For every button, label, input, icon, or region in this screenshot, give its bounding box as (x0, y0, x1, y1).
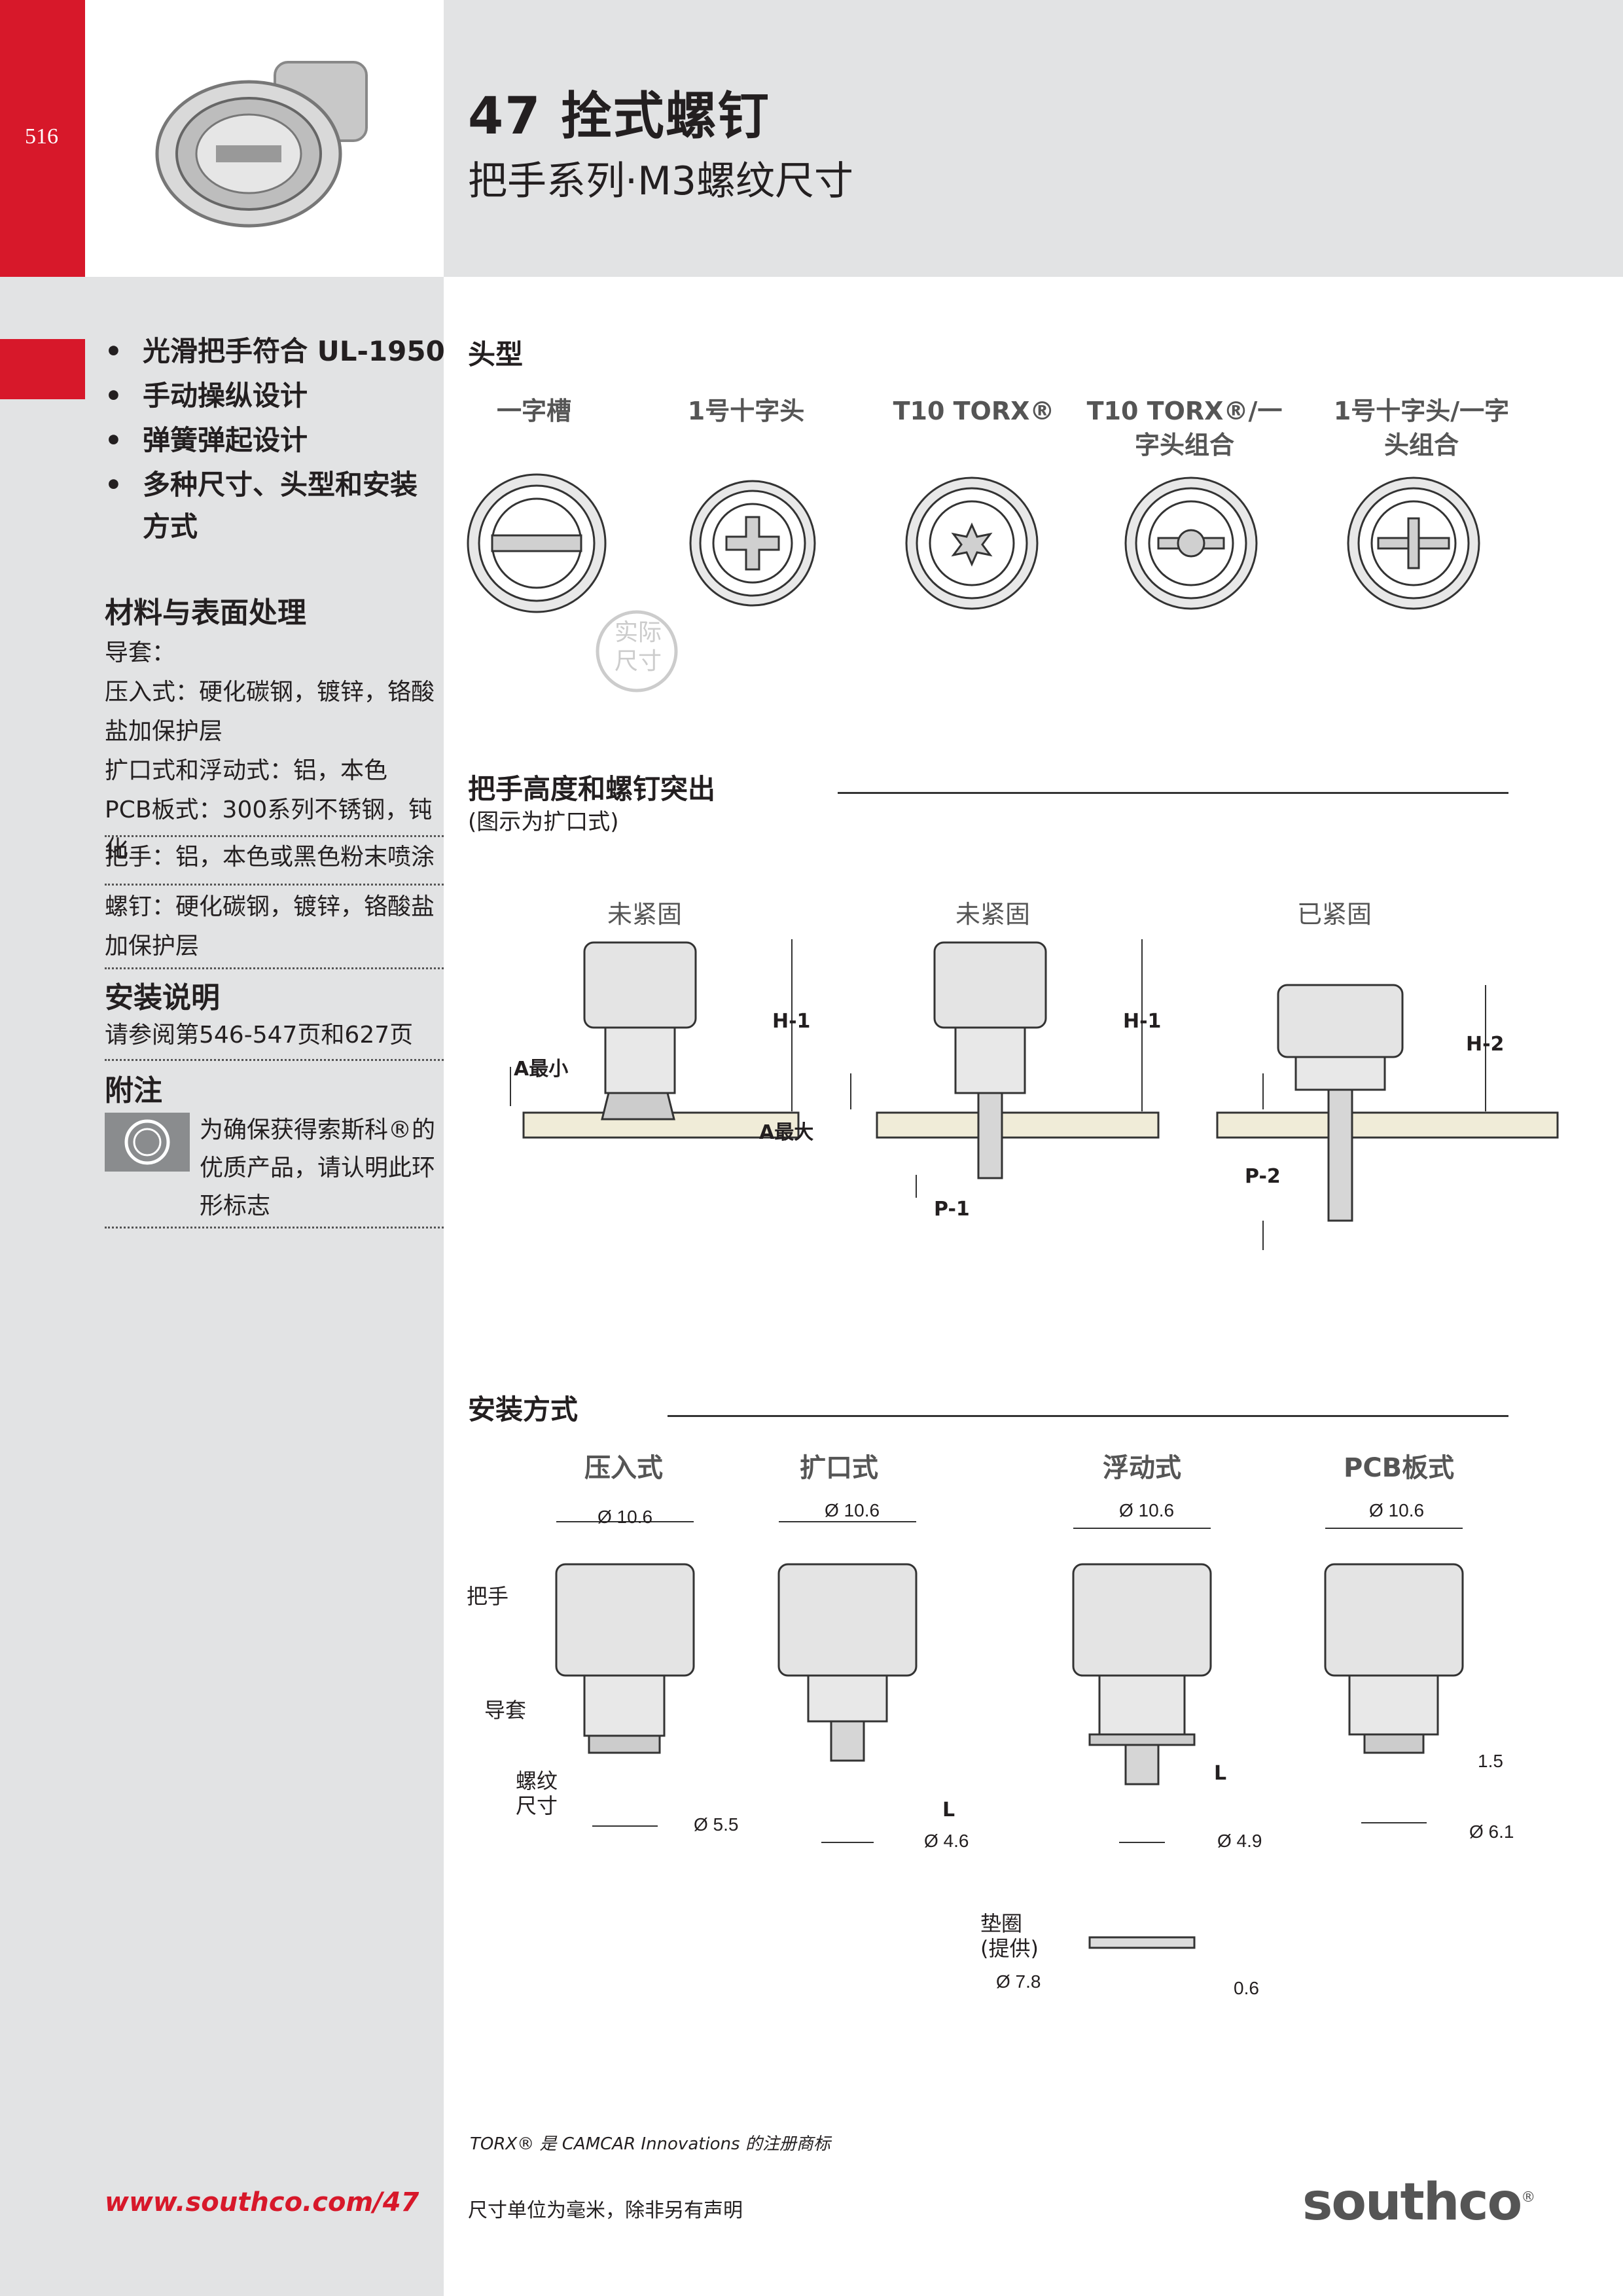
mounting-drawing (555, 1521, 1464, 1949)
page-number: 516 (25, 124, 58, 149)
callout-ferrule: 导套 (484, 1698, 527, 1723)
height-subheading: (图示为扩口式) (468, 809, 619, 835)
dim-float-dia: Ø 4.9 (1217, 1831, 1262, 1851)
actual-size-stamp: 实际尺寸 (614, 619, 662, 675)
state-label: 未紧固 (607, 900, 683, 929)
dim-press-dia: Ø 5.5 (694, 1814, 739, 1835)
divider (105, 967, 444, 969)
dim-knob-dia: Ø 10.6 (1119, 1500, 1175, 1520)
website-link[interactable]: www.southco.com/47 (105, 2187, 419, 2217)
dim-a-min: A最小 (514, 1058, 569, 1081)
state-label: 已紧固 (1297, 900, 1372, 929)
dim-p1: P-1 (934, 1198, 970, 1221)
dim-l: L (942, 1799, 955, 1821)
dim-flare-dia: Ø 4.6 (924, 1831, 969, 1851)
state-label: 未紧固 (955, 900, 1031, 929)
head-type-label: 一字槽 (496, 397, 571, 425)
dim-knob-dia: Ø 10.6 (1369, 1500, 1425, 1520)
divider (105, 835, 444, 837)
materials-line: 导套： (105, 639, 176, 666)
sidebar-red-marker (0, 339, 85, 399)
mount-type-label: PCB板式 (1344, 1453, 1455, 1483)
install-heading: 安装说明 (105, 981, 220, 1014)
mount-type-label: 压入式 (584, 1453, 663, 1483)
dim-h1: H-1 (772, 1010, 811, 1033)
dim-pcb-height: 1.5 (1478, 1751, 1503, 1771)
dim-a-max: A最大 (759, 1121, 814, 1144)
divider (105, 1227, 444, 1229)
dim-knob-dia: Ø 10.6 (825, 1500, 880, 1520)
dim-h1: H-1 (1123, 1010, 1162, 1033)
height-heading: 把手高度和螺钉突出 (468, 773, 716, 805)
section-rule (838, 792, 1508, 794)
materials-line: 压入式：硬化碳钢，镀锌，铬酸盐加保护层 (105, 679, 435, 745)
callout-knob: 把手 (467, 1584, 509, 1609)
materials-line: 把手：铝，本色或黑色粉末喷涂 (105, 844, 435, 870)
ring-mark-icon (105, 1113, 190, 1172)
sidebar (0, 277, 444, 2296)
torx-slot-combo-icon (1124, 476, 1258, 610)
phillips-slot-combo-icon (1347, 476, 1480, 610)
head-type-label: 1号十字头/一字头组合 (1333, 397, 1510, 459)
dim-knob-dia: Ø 10.6 (597, 1507, 653, 1527)
materials-heading: 材料与表面处理 (105, 596, 306, 630)
materials-line: 扩口式和浮动式：铝，本色 (105, 757, 388, 784)
mount-type-label: 扩口式 (800, 1453, 878, 1483)
torx-head-icon (905, 476, 1039, 610)
product-photo-area (85, 0, 444, 277)
materials-line: PCB板式：300系列不锈钢，钝化 (105, 797, 433, 863)
page-subtitle: 把手系列·M3螺纹尺寸 (468, 158, 854, 204)
feature-item: 手动操纵设计 (105, 375, 445, 417)
dim-washer-thickness: 0.6 (1234, 1978, 1259, 1998)
dim-p2: P-2 (1245, 1165, 1281, 1188)
phillips-head-icon (689, 480, 816, 607)
callout-thread: 螺纹尺寸 (516, 1768, 558, 1818)
section-rule (668, 1415, 1508, 1417)
dim-h2: H-2 (1466, 1033, 1505, 1056)
head-type-label: T10 TORX® (893, 397, 1055, 425)
mounting-heading: 安装方式 (468, 1393, 579, 1426)
header-red-tab (0, 0, 85, 277)
feature-item: 多种尺寸、头型和安装方式 (105, 464, 445, 548)
head-type-label: 1号十字头 (687, 397, 805, 425)
slot-head-icon (467, 473, 607, 613)
feature-item: 弹簧弹起设计 (105, 420, 445, 461)
head-type-label: T10 TORX®/一字头组合 (1086, 397, 1283, 459)
divider (105, 884, 444, 886)
materials-line: 螺钉：硬化碳钢，镀锌，铬酸盐加保护层 (105, 893, 435, 960)
feature-item: 光滑把手符合 UL-1950 (105, 331, 445, 372)
notes-text: 为确保获得索斯科®的优质产品，请认明此环形标志 (200, 1117, 436, 1219)
units-note: 尺寸单位为毫米，除非另有声明 (468, 2199, 743, 2222)
dim-l: L (1214, 1762, 1227, 1785)
divider (105, 1059, 444, 1061)
actual-size-stamp-icon (596, 610, 678, 692)
height-drawing (510, 939, 1559, 1250)
page-title: 47 拴式螺钉 (468, 87, 770, 146)
product-photo (155, 61, 368, 228)
notes-heading: 附注 (105, 1074, 162, 1107)
head-types-heading: 头型 (468, 338, 524, 370)
install-text: 请参阅第546-547页和627页 (105, 1022, 414, 1049)
dim-pcb-dia: Ø 6.1 (1469, 1821, 1514, 1842)
torx-note: TORX® 是 CAMCAR Innovations 的注册商标 (470, 2134, 830, 2154)
head-types-drawing (467, 473, 1480, 692)
dim-washer-dia: Ø 7.8 (996, 1971, 1041, 1992)
brand-logo: southco® (1302, 2173, 1535, 2232)
mount-type-label: 浮动式 (1103, 1453, 1181, 1483)
callout-washer: 垫圈(提供) (980, 1911, 1039, 1961)
